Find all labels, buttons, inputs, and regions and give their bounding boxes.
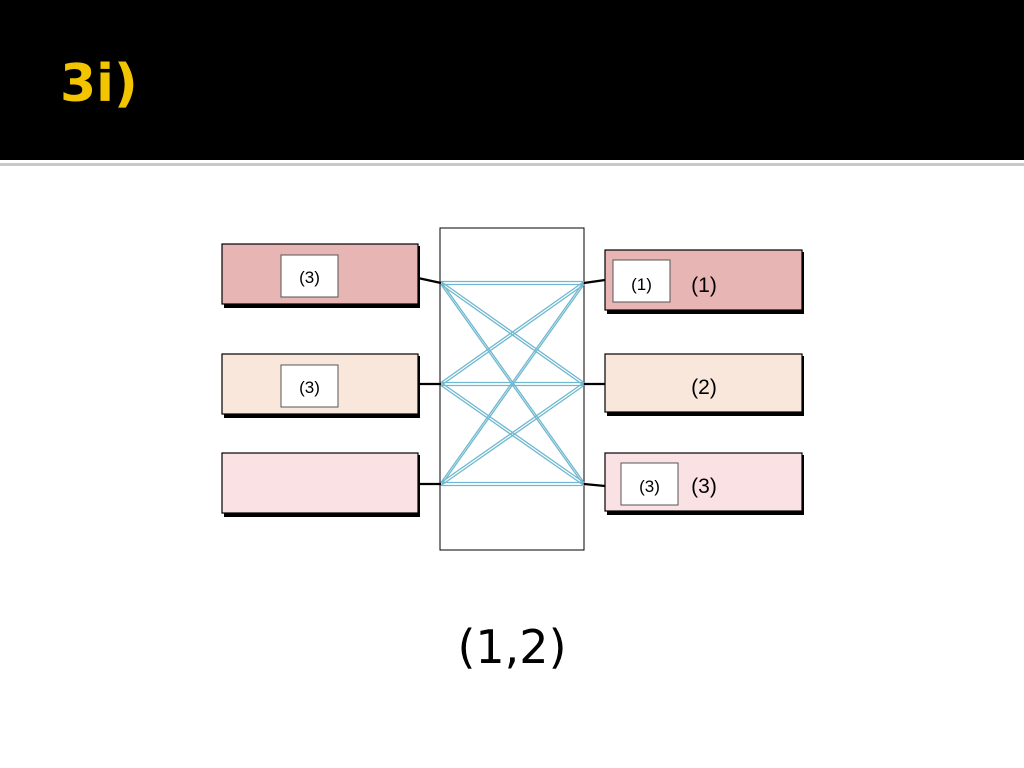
crossbar-line [440, 284, 585, 486]
switch-fabric [439, 227, 585, 551]
output-connector [583, 482, 606, 488]
input-port-2: (3) [221, 353, 420, 418]
crossbar-lines [440, 280, 585, 487]
output-port-1: (1) (1) [604, 249, 804, 314]
input-port-1-packet-label: (3) [299, 268, 320, 287]
output-port-3: (3) (3) [604, 452, 804, 515]
port-connectors [417, 276, 606, 488]
output-port-3-packet-label: (3) [639, 477, 660, 496]
crossbar-line [440, 381, 585, 484]
output-port-3-label: (3) [691, 475, 717, 498]
input-port-3 [221, 452, 420, 517]
crossbar-line [440, 281, 585, 483]
output-port-2-label: (2) [691, 376, 717, 399]
input-port-2-packet-label: (3) [299, 378, 320, 397]
input-port-1-packet [280, 254, 339, 298]
output-port-1-packet [612, 259, 671, 303]
output-port-1-label: (1) [691, 274, 717, 297]
crossbar-line [440, 384, 585, 487]
title-divider [0, 163, 1024, 166]
caption: (1,2) [457, 620, 567, 674]
crossbar-line [440, 280, 585, 384]
crossbar-line [440, 283, 585, 387]
input-connector [417, 276, 442, 285]
slide-title: 3i) [60, 54, 138, 114]
title-bar [0, 0, 1024, 160]
output-connector [583, 278, 606, 285]
input-port-1: (3) [221, 243, 420, 308]
output-port-3-packet [620, 462, 679, 506]
output-port-1-packet-label: (1) [631, 275, 652, 294]
input-port-2-packet [280, 364, 339, 408]
output-port-2: (2) [604, 353, 804, 416]
